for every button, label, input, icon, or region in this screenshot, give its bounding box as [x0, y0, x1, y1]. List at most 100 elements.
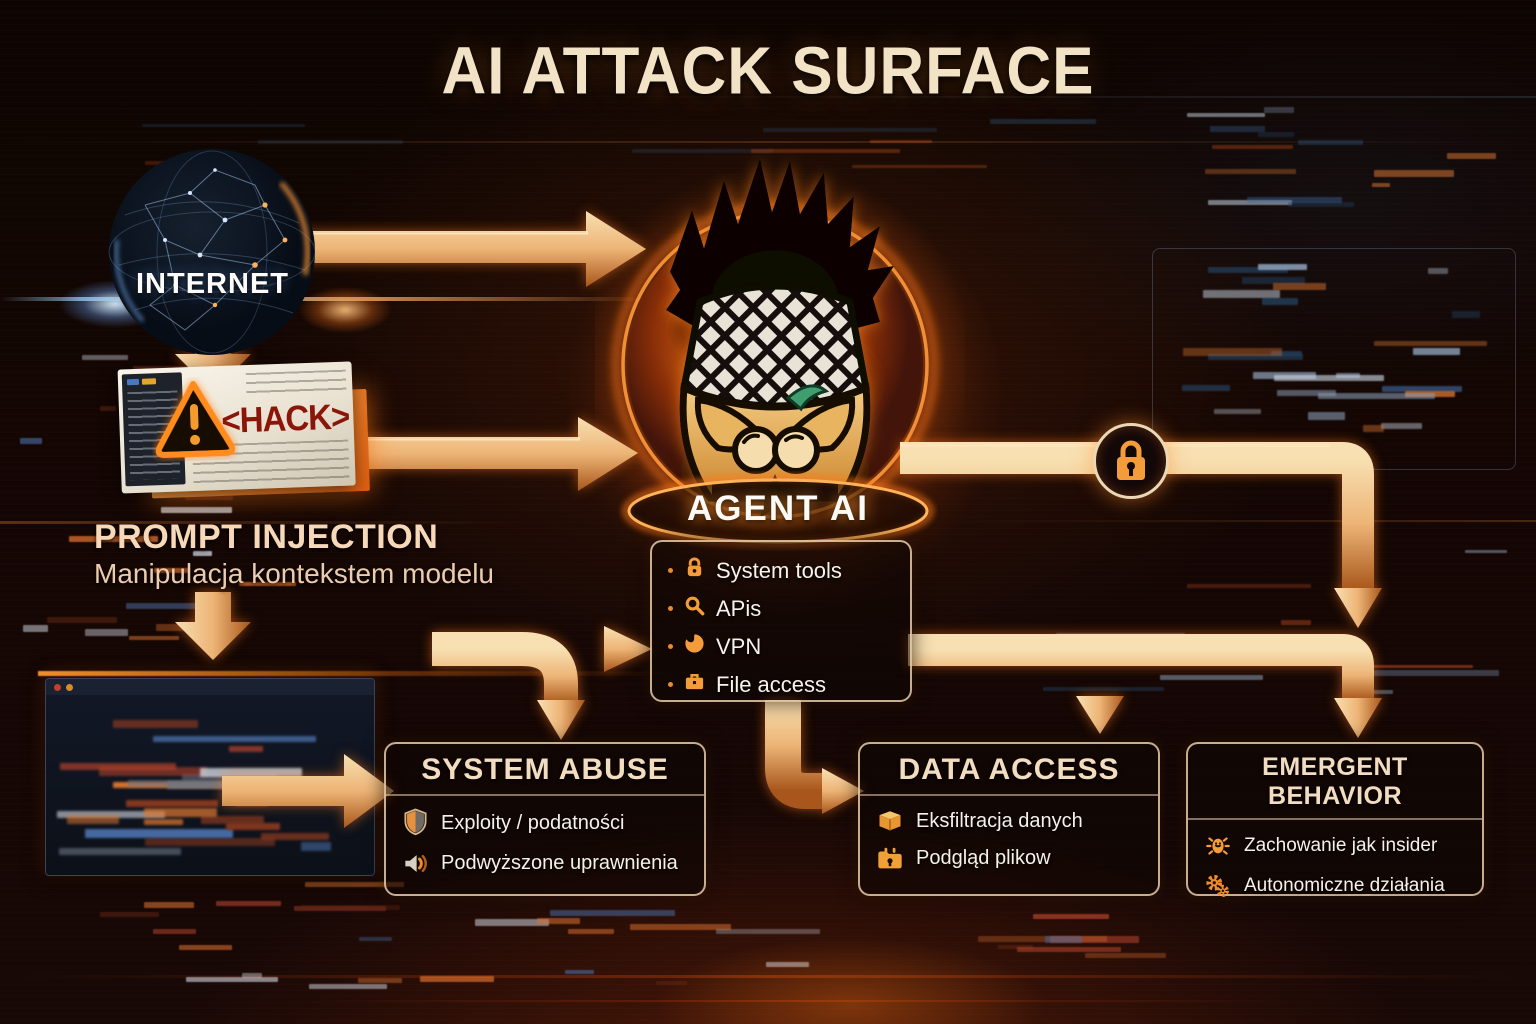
glitch-dash: [1258, 264, 1307, 270]
lock-icon: [683, 556, 706, 585]
glitch-dash: [1465, 550, 1507, 553]
agent-ai-label: AGENT AI: [687, 489, 869, 528]
glitch-dash: [978, 936, 1107, 942]
glitch-dash: [1212, 145, 1293, 149]
outcome-item: Eksfiltracja danych: [876, 808, 1144, 834]
capability-row: File access: [668, 670, 910, 699]
glitch-dash: [1208, 354, 1303, 360]
glitch-dash: [126, 603, 211, 609]
outcome-item: Podwyższone uprawnienia: [402, 850, 690, 877]
agent-capabilities-panel: System tools APis VPN: [650, 540, 912, 702]
glitch-dash: [870, 140, 932, 143]
bullet-dot: [668, 682, 673, 687]
glitch-dash: [1187, 584, 1311, 588]
capability-row: APis: [668, 594, 910, 623]
vpn-swirl-icon: [683, 632, 706, 661]
hack-label: <HACK>: [220, 396, 350, 441]
glitch-dash: [82, 355, 128, 360]
glitch-dash: [145, 838, 275, 846]
glitch-dash: [113, 720, 198, 728]
glitch-dash: [1413, 348, 1460, 355]
search-icon: [683, 594, 706, 623]
glitch-dash: [1208, 267, 1288, 273]
glitch-dash: [1183, 348, 1282, 356]
glitch-dash: [229, 746, 263, 752]
glitch-dash: [1264, 107, 1294, 113]
glitch-dash: [630, 924, 731, 930]
glitch-streak: [0, 141, 1536, 143]
internet-globe: [105, 145, 320, 360]
box-title: DATA ACCESS: [860, 744, 1158, 796]
glitch-dash: [359, 937, 392, 941]
glitch-dash: [126, 800, 218, 807]
glitch-dash: [763, 128, 937, 132]
glitch-dash: [1187, 113, 1265, 117]
outcome-label: Podgląd plikow: [916, 847, 1051, 869]
glitch-dash: [1452, 311, 1480, 318]
bullet-dot: [668, 568, 673, 573]
glitch-dash: [1203, 290, 1280, 298]
glitch-dash: [766, 962, 809, 967]
glitch-dash: [69, 536, 158, 542]
internet-label: INTERNET: [136, 268, 289, 300]
glitch-dash: [1447, 153, 1496, 159]
glitch-dash: [1381, 423, 1422, 429]
glitch-dash: [258, 140, 403, 144]
glitch-dash: [475, 919, 549, 926]
glitch-dash: [261, 833, 329, 840]
glitch-dash: [59, 848, 181, 855]
glitch-dash: [67, 815, 119, 824]
glitch-dash: [852, 165, 987, 168]
glitch-dash: [420, 976, 494, 982]
glitch-dash: [1361, 670, 1499, 676]
glitch-dash: [85, 829, 233, 838]
outcome-label: Zachowanie jak insider: [1244, 835, 1438, 856]
glitch-dash: [185, 494, 233, 500]
glitch-streak: [0, 975, 1536, 978]
glitch-dash: [1050, 936, 1139, 943]
glitch-dash: [47, 617, 117, 623]
hack-card: <HACK>: [117, 361, 356, 494]
glitch-dash: [1428, 268, 1448, 274]
capability-label: VPN: [716, 633, 762, 659]
green-scarf-tail: [785, 384, 830, 412]
page-title: AI ATTACK SURFACE: [441, 34, 1095, 109]
insider-bug-icon: [1204, 832, 1232, 860]
glitch-dash: [1017, 947, 1121, 952]
glitch-dash: [1242, 277, 1305, 284]
outcome-item: Exploity / podatności: [402, 808, 690, 838]
glitch-dash: [1210, 126, 1265, 132]
warning-triangle-icon: [155, 380, 236, 458]
glitch-dash: [751, 149, 900, 153]
glitch-streak: [300, 1000, 1300, 1002]
glitch-dash: [1273, 283, 1326, 290]
glitch-dash: [161, 507, 232, 513]
glitch-dash: [1045, 936, 1082, 943]
padlock-icon: [1117, 440, 1145, 480]
glitch-dash: [20, 438, 42, 444]
bullet-dot: [668, 644, 673, 649]
outcome-label: Podwyższone uprawnienia: [441, 852, 678, 874]
glitch-dash: [144, 808, 217, 817]
briefcase-icon: [683, 670, 706, 699]
glitch-dash: [129, 636, 179, 640]
glitch-dash: [1318, 393, 1435, 399]
capability-label: File access: [716, 671, 827, 697]
glitch-dash: [1372, 665, 1473, 668]
system-abuse-box: SYSTEM ABUSE Exploity / podatności Podwy…: [384, 742, 706, 896]
emergent-behavior-box: EMERGENT BEHAVIOR Zachowanie jak insider…: [1186, 742, 1484, 897]
agent-platform: [621, 473, 935, 549]
gears-icon: [1204, 872, 1232, 900]
glitch-dash: [153, 736, 316, 742]
glitch-dash: [1277, 390, 1336, 396]
paper-text-lines: [245, 369, 347, 396]
glitch-dash: [60, 763, 176, 770]
prompt-injection-subtitle: Manipulacja kontekstem modelu: [94, 558, 494, 589]
glitch-dash: [1308, 412, 1345, 420]
glitch-dash: [550, 910, 675, 916]
folder-lock-icon: [876, 846, 904, 871]
outcome-item: Zachowanie jak insider: [1204, 832, 1468, 860]
window-dot: [66, 684, 73, 691]
glitch-dash: [142, 124, 305, 127]
